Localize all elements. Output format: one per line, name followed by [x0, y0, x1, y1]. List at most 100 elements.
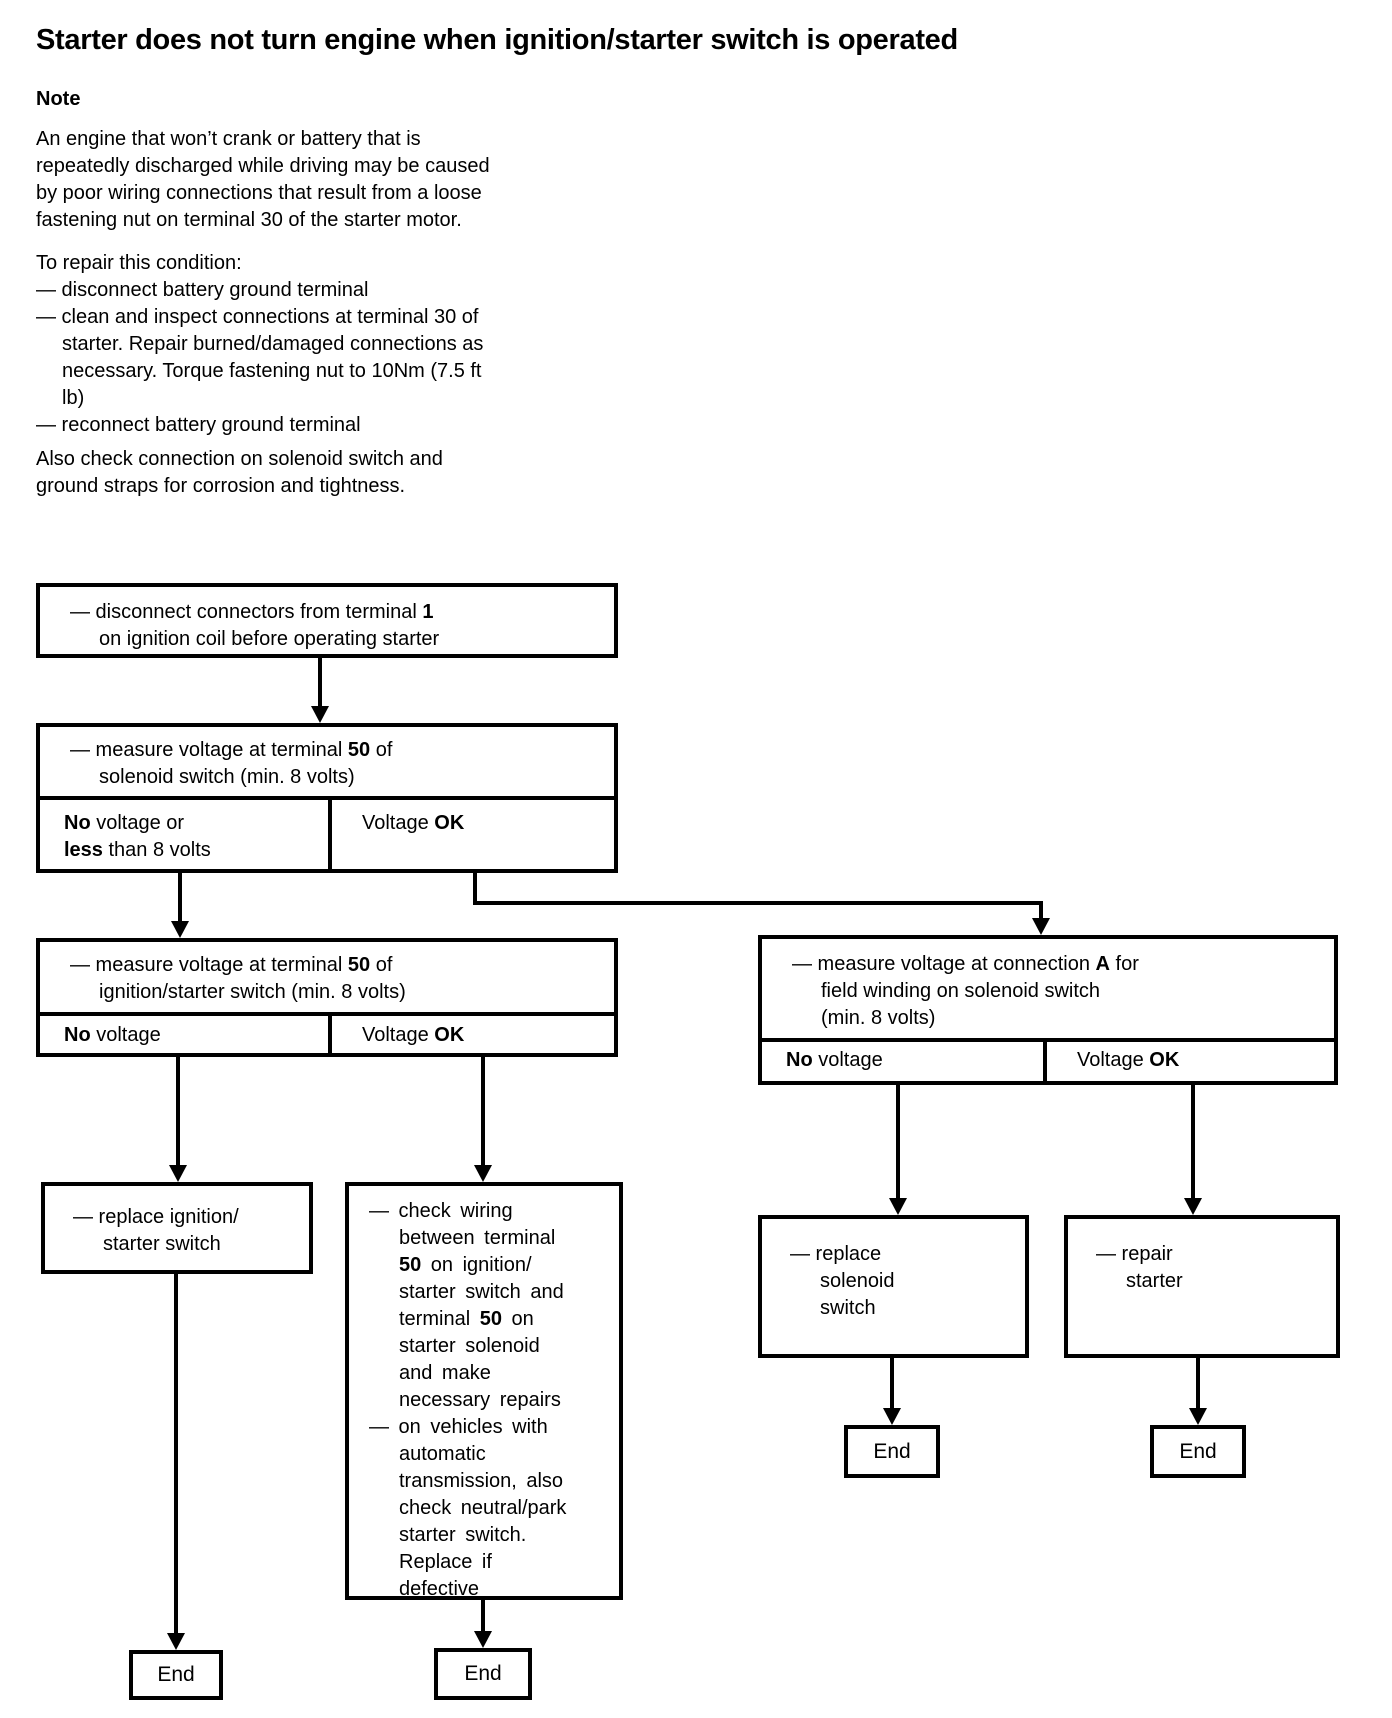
connector-line: [473, 873, 477, 905]
arrow-down-icon: [1184, 1198, 1202, 1215]
repair-step: — disconnect battery ground terminal: [36, 279, 369, 301]
page-title: Starter does not turn engine when igniti…: [36, 24, 958, 56]
connector-line: [174, 1274, 178, 1636]
flow-box-line: — check wiring: [369, 1200, 513, 1222]
flow-box-line: and make: [399, 1362, 491, 1384]
end-node: End: [844, 1425, 940, 1478]
arrow-down-icon: [1189, 1408, 1207, 1425]
arrow-down-icon: [167, 1633, 185, 1650]
end-node: End: [434, 1648, 532, 1700]
flow-box-disconnect-coil: — disconnect connectors from terminal 1 …: [36, 583, 618, 658]
note-line: An engine that won’t crank or battery th…: [36, 128, 421, 150]
flow-box-line: starter switch and: [399, 1281, 564, 1303]
arrow-down-icon: [474, 1165, 492, 1182]
branch-label-line: No voltage or: [64, 812, 185, 834]
flow-box-line: starter switch.: [399, 1524, 527, 1546]
flow-box-line: defective: [399, 1578, 480, 1600]
also-check-line: ground straps for corrosion and tightnes…: [36, 475, 406, 497]
arrow-down-icon: [883, 1408, 901, 1425]
flow-box-line: starter solenoid: [399, 1335, 540, 1357]
flow-box-line: transmission, also: [399, 1470, 564, 1492]
also-check-line: Also check connection on solenoid switch…: [36, 448, 443, 470]
flow-box-line: ignition/starter switch (min. 8 volts): [99, 981, 406, 1003]
flow-box-line: switch: [820, 1297, 876, 1319]
flow-box-line: necessary repairs: [399, 1389, 561, 1411]
flow-box-replace-solenoid-switch: — replace solenoid switch: [758, 1215, 1029, 1358]
connector-line: [318, 658, 322, 708]
end-label: End: [1179, 1439, 1217, 1463]
end-node: End: [1150, 1425, 1246, 1478]
repair-instructions: To repair this condition: — disconnect b…: [36, 250, 616, 439]
branch-label-line: No voltage: [786, 1049, 883, 1071]
branch-label-line: Voltage OK: [362, 1024, 465, 1046]
branch-label-line: less than 8 volts: [64, 839, 211, 861]
note-paragraph: An engine that won’t crank or battery th…: [36, 126, 596, 234]
branch-cell-voltage-ok: Voltage OK: [1047, 1042, 1334, 1081]
flow-box-line: Replace if: [399, 1551, 492, 1573]
connector-line: [890, 1358, 894, 1411]
flow-box-replace-ignition-switch: — replace ignition/ starter switch: [41, 1182, 313, 1274]
branch-cell-voltage-ok: Voltage OK: [332, 1016, 614, 1053]
flow-box-line: — measure voltage at terminal 50 of: [70, 954, 393, 976]
end-label: End: [464, 1662, 502, 1685]
flow-box-line: solenoid: [820, 1270, 895, 1292]
branch-cell-no-voltage: No voltage or less than 8 volts: [40, 800, 332, 869]
branch-cell-no-voltage: No voltage: [40, 1016, 332, 1053]
connector-line: [176, 1057, 180, 1167]
flow-box-measure-solenoid-50: — measure voltage at terminal 50 of sole…: [36, 723, 618, 873]
flow-box-line: starter: [1126, 1270, 1183, 1292]
connector-line: [481, 1057, 485, 1167]
arrow-down-icon: [889, 1198, 907, 1215]
end-label: End: [873, 1439, 911, 1463]
flow-box-line: — replace ignition/: [73, 1206, 239, 1228]
flow-box-line: automatic: [399, 1443, 486, 1465]
note-line: fastening nut on terminal 30 of the star…: [36, 209, 462, 231]
connector-line: [1196, 1358, 1200, 1411]
flow-box-line: — measure voltage at connection A for: [792, 953, 1139, 975]
branch-label-line: Voltage OK: [362, 812, 465, 834]
note-line: by poor wiring connections that result f…: [36, 182, 482, 204]
branch-cell-voltage-ok: Voltage OK: [332, 800, 614, 869]
note-line: repeatedly discharged while driving may …: [36, 155, 490, 177]
flow-box-repair-starter: — repair starter: [1064, 1215, 1340, 1358]
flow-box-line: terminal 50 on: [399, 1308, 534, 1330]
flow-box-line: solenoid switch (min. 8 volts): [99, 766, 355, 788]
connector-line: [481, 1600, 485, 1633]
arrow-down-icon: [169, 1165, 187, 1182]
repair-step: — clean and inspect connections at termi…: [36, 306, 479, 328]
arrow-down-icon: [311, 706, 329, 723]
connector-line: [1191, 1085, 1195, 1200]
repair-intro: To repair this condition:: [36, 252, 242, 274]
flow-box-check-wiring: — check wiring between terminal 50 on ig…: [345, 1182, 623, 1600]
flow-box-line: — repair: [1096, 1243, 1173, 1265]
repair-step-continuation: lb): [62, 387, 85, 409]
flow-box-line: check neutral/park: [399, 1497, 567, 1519]
connector-line: [896, 1085, 900, 1200]
flow-box-measure-ignition-50: — measure voltage at terminal 50 of igni…: [36, 938, 618, 1057]
branch-label-line: Voltage OK: [1077, 1049, 1180, 1071]
flow-box-line: — replace: [790, 1243, 882, 1265]
branch-label-line: No voltage: [64, 1024, 161, 1046]
end-label: End: [157, 1663, 195, 1686]
repair-step-continuation: necessary. Torque fastening nut to 10Nm …: [62, 360, 482, 382]
flow-box-line: 50 on ignition/: [399, 1254, 532, 1276]
flow-box-line: field winding on solenoid switch: [821, 980, 1101, 1002]
flow-box-line: between terminal: [399, 1227, 556, 1249]
connector-line: [473, 901, 1043, 905]
repair-step: — reconnect battery ground terminal: [36, 414, 361, 436]
arrow-down-icon: [1032, 918, 1050, 935]
repair-step-continuation: starter. Repair burned/damaged connectio…: [62, 333, 484, 355]
connector-line: [178, 873, 182, 923]
branch-cell-no-voltage: No voltage: [762, 1042, 1047, 1081]
end-node: End: [129, 1650, 223, 1700]
also-check-paragraph: Also check connection on solenoid switch…: [36, 446, 596, 500]
flow-box-measure-connection-a: — measure voltage at connection A for fi…: [758, 935, 1338, 1085]
flow-box-line: — disconnect connectors from terminal 1: [70, 601, 434, 623]
arrow-down-icon: [171, 921, 189, 938]
flow-box-line: on ignition coil before operating starte…: [99, 628, 440, 650]
flow-box-line: — measure voltage at terminal 50 of: [70, 739, 393, 761]
flow-box-line: (min. 8 volts): [821, 1007, 936, 1029]
arrow-down-icon: [474, 1631, 492, 1648]
connector-line: [1039, 901, 1043, 923]
